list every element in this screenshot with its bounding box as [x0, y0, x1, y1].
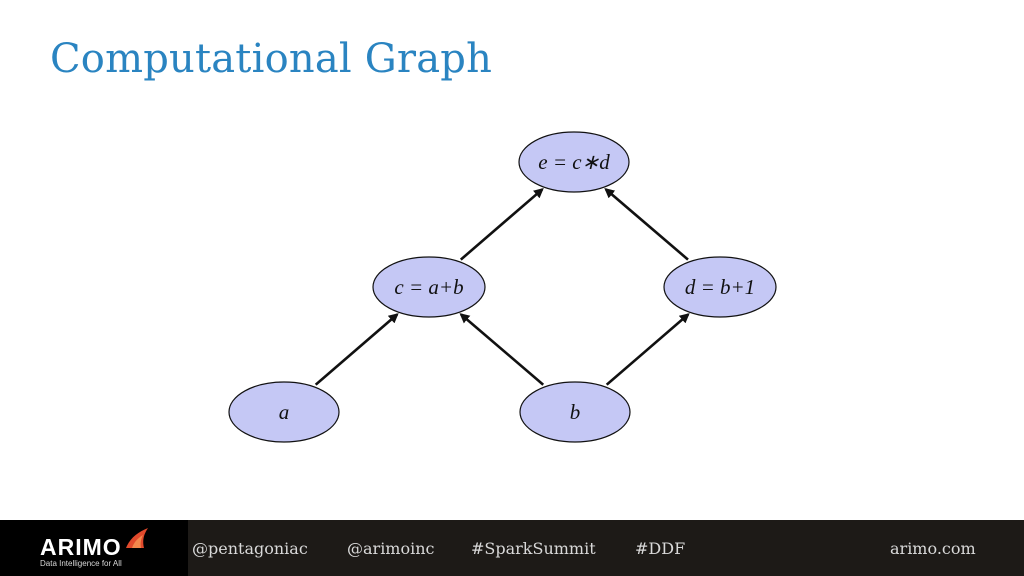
- node-e: e = c∗d: [518, 131, 630, 193]
- node-d: d = b+1: [663, 256, 777, 318]
- node-c-label: c = a+b: [394, 275, 463, 299]
- node-b: b: [519, 381, 631, 443]
- slide-title: Computational Graph: [50, 36, 493, 82]
- node-a: a: [228, 381, 340, 443]
- computational-graph: e = c∗d c = a+b d = b+1 a b: [228, 131, 777, 443]
- node-d-label: d = b+1: [685, 275, 755, 299]
- logo-flame-icon: [126, 528, 148, 548]
- logo-tagline: Data Intelligence for All: [40, 559, 122, 568]
- arimo-logo: ARIMO: [40, 534, 122, 560]
- footer-website[interactable]: arimo.com: [890, 539, 976, 558]
- edge-b-to-c: [459, 313, 545, 386]
- node-c-shape: [372, 256, 486, 318]
- node-b-shape: [519, 381, 631, 443]
- node-d-shape: [663, 256, 777, 318]
- node-a-shape: [228, 381, 340, 443]
- logo-panel: ARIMO Data Intelligence for All: [0, 520, 188, 576]
- footer-handle-arimoinc[interactable]: @arimoinc: [347, 539, 435, 558]
- node-c: c = a+b: [372, 256, 486, 318]
- footer-hashtag-ddf[interactable]: #DDF: [635, 539, 686, 558]
- footer-handle-pentagoniac[interactable]: @pentagoniac: [192, 539, 308, 558]
- edge-b-to-d: [605, 313, 690, 386]
- edge-c-to-e: [459, 187, 544, 261]
- node-b-label: b: [570, 400, 581, 424]
- node-e-label: e = c∗d: [538, 150, 610, 174]
- nodes: e = c∗d c = a+b d = b+1 a b: [228, 131, 777, 443]
- edges: [314, 187, 690, 386]
- node-e-shape: [518, 131, 630, 193]
- node-a-label: a: [279, 400, 290, 424]
- footer-hashtag-sparksummit[interactable]: #SparkSummit: [471, 539, 596, 558]
- edge-d-to-e: [604, 188, 689, 261]
- edge-a-to-c: [314, 313, 399, 386]
- footer-bar: ARIMO Data Intelligence for All @pentago…: [0, 520, 1024, 576]
